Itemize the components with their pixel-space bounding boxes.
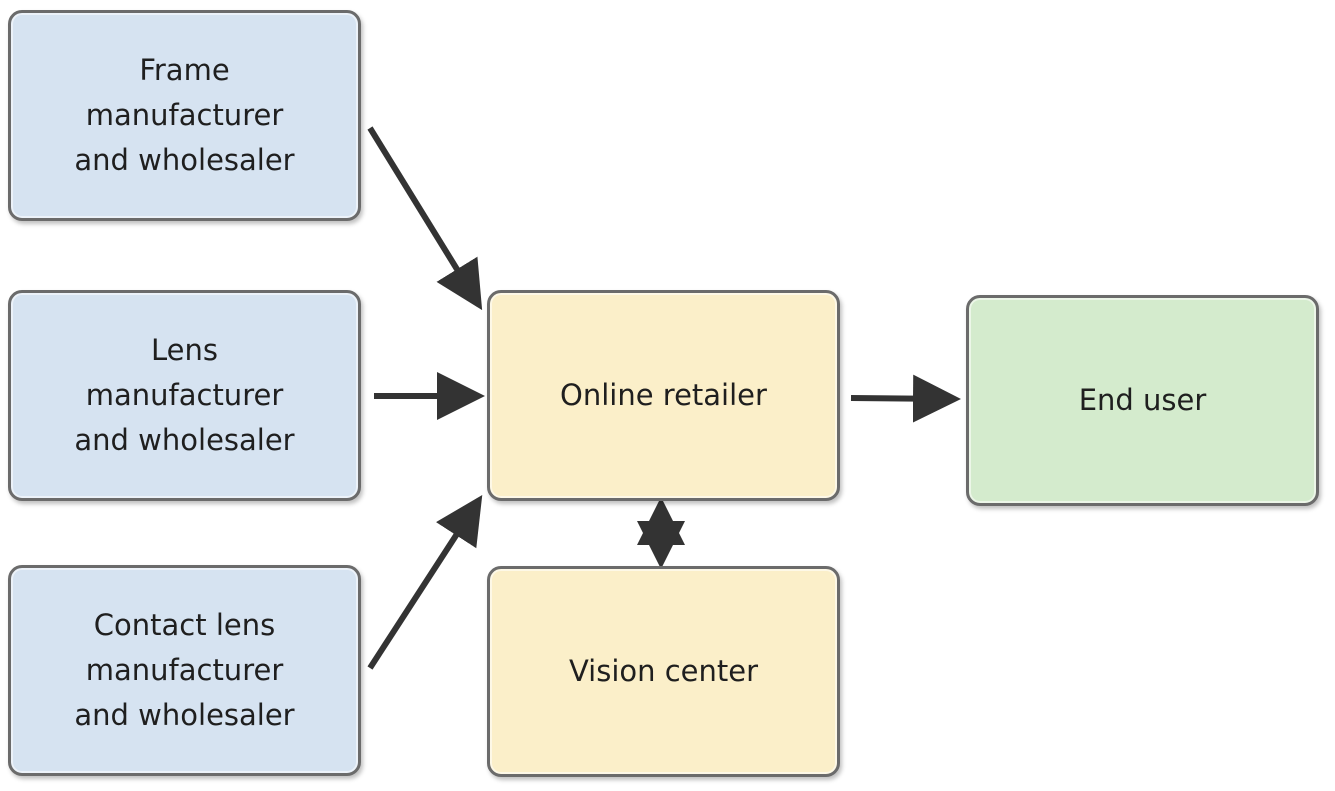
vision-center-box: Vision center <box>487 566 840 777</box>
node-label-line: manufacturer <box>85 378 284 412</box>
end-user-label: End user <box>1078 383 1207 417</box>
online-retailer-label: Online retailer <box>560 378 767 412</box>
node-label-line: Contact lens <box>93 608 276 642</box>
node-label-line: Lens <box>151 333 218 367</box>
end-user-box: End user <box>966 295 1319 506</box>
node-label-line: and wholesaler <box>74 423 295 457</box>
lens-manufacturer-box: Lens manufacturer and wholesaler <box>8 290 361 501</box>
contact-lens-manufacturer-box: Contact lens manufacturer and wholesaler <box>8 565 361 776</box>
node-label-line: and wholesaler <box>74 143 295 177</box>
contact-lens-manufacturer-label: Contact lens manufacturer and wholesaler <box>74 603 294 738</box>
node-label-line: Frame <box>139 53 230 87</box>
lens-manufacturer-label: Lens manufacturer and wholesaler <box>74 328 294 463</box>
arrow-contact-to-online <box>367 494 483 670</box>
online-retailer-box: Online retailer <box>487 290 840 501</box>
frame-manufacturer-box: Frame manufacturer and wholesaler <box>8 10 361 221</box>
vision-center-label: Vision center <box>568 654 759 688</box>
node-label-line: manufacturer <box>85 98 284 132</box>
arrow-online-to-enduser <box>850 374 961 423</box>
node-label-line: manufacturer <box>85 653 284 687</box>
frame-manufacturer-label: Frame manufacturer and wholesaler <box>74 48 294 183</box>
arrow-frame-to-online <box>367 126 483 311</box>
node-label-line: and wholesaler <box>74 698 295 732</box>
